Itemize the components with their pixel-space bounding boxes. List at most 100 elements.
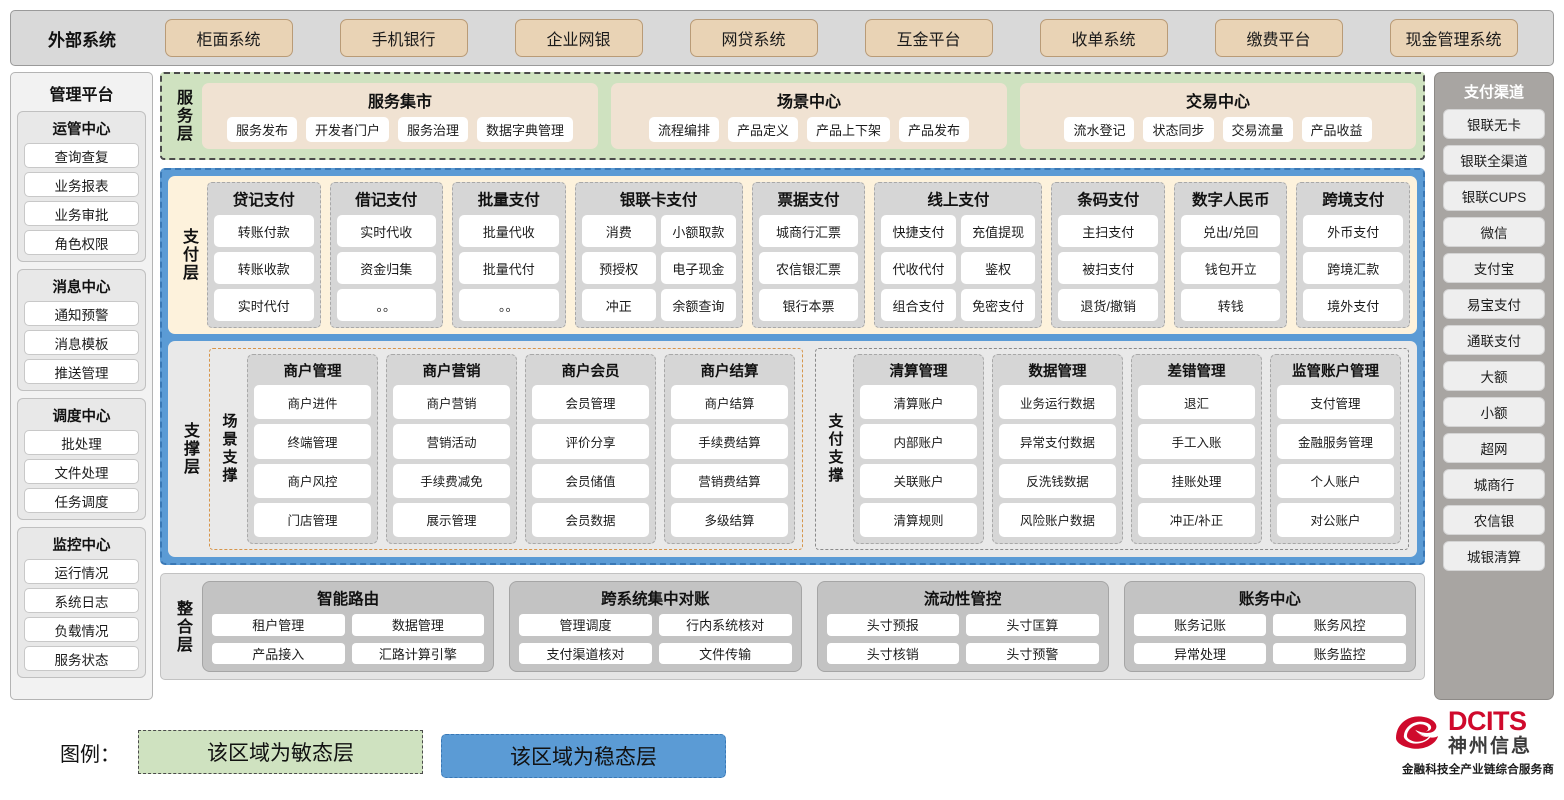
management-item[interactable]: 批处理 [24, 430, 139, 455]
payment-chip[interactable]: 实时代付 [214, 289, 314, 321]
management-item[interactable]: 服务状态 [24, 646, 139, 671]
payment-channel-item[interactable]: 大额 [1443, 361, 1545, 391]
management-item[interactable]: 系统日志 [24, 588, 139, 613]
external-system-chip[interactable]: 缴费平台 [1214, 19, 1343, 57]
support-chip[interactable]: 营销费结算 [671, 463, 788, 498]
support-chip[interactable]: 手续费减免 [393, 463, 510, 498]
support-chip[interactable]: 营销活动 [393, 424, 510, 459]
payment-channel-item[interactable]: 通联支付 [1443, 325, 1545, 355]
support-chip[interactable]: 展示管理 [393, 502, 510, 537]
management-item[interactable]: 角色权限 [24, 230, 139, 255]
support-chip[interactable]: 商户营销 [393, 385, 510, 420]
payment-channel-item[interactable]: 银联全渠道 [1443, 145, 1545, 175]
support-chip[interactable]: 评价分享 [532, 424, 649, 459]
integration-chip[interactable]: 账务风控 [1273, 614, 1406, 636]
service-chip[interactable]: 产品定义 [727, 117, 798, 142]
payment-channel-item[interactable]: 微信 [1443, 217, 1545, 247]
support-chip[interactable]: 商户风控 [254, 463, 371, 498]
integration-chip[interactable]: 头寸匡算 [966, 614, 1099, 636]
support-chip[interactable]: 多级结算 [671, 502, 788, 537]
management-item[interactable]: 任务调度 [24, 488, 139, 513]
external-system-chip[interactable]: 互金平台 [864, 19, 993, 57]
integration-chip[interactable]: 账务监控 [1273, 642, 1406, 664]
service-chip[interactable]: 服务发布 [226, 117, 297, 142]
support-chip[interactable]: 手续费结算 [671, 424, 788, 459]
payment-channel-item[interactable]: 农信银 [1443, 505, 1545, 535]
support-chip[interactable]: 门店管理 [254, 502, 371, 537]
payment-chip[interactable]: 电子现金 [661, 252, 736, 284]
payment-channel-item[interactable]: 银联无卡 [1443, 109, 1545, 139]
payment-chip[interactable]: 快捷支付 [881, 215, 956, 247]
management-item[interactable]: 推送管理 [24, 359, 139, 384]
payment-chip[interactable]: 主扫支付 [1058, 215, 1158, 247]
payment-chip[interactable]: 代收代付 [881, 252, 956, 284]
integration-chip[interactable]: 行内系统核对 [658, 614, 792, 636]
payment-chip[interactable]: 鉴权 [960, 252, 1036, 284]
support-chip[interactable]: 商户结算 [671, 385, 788, 420]
support-chip[interactable]: 会员储值 [532, 463, 649, 498]
payment-chip[interactable]: 批量代付 [459, 252, 559, 284]
payment-chip[interactable]: 退货/撤销 [1058, 289, 1158, 321]
payment-channel-item[interactable]: 城商行 [1443, 469, 1545, 499]
service-chip[interactable]: 交易流量 [1222, 117, 1293, 142]
support-chip[interactable]: 会员数据 [532, 502, 649, 537]
management-item[interactable]: 通知预警 [24, 301, 139, 326]
payment-chip[interactable]: 。。 [459, 289, 559, 321]
payment-chip[interactable]: 钱包开立 [1180, 252, 1281, 284]
payment-chip[interactable]: 城商行汇票 [758, 215, 859, 247]
integration-chip[interactable]: 数据管理 [351, 614, 485, 636]
payment-chip[interactable]: 转钱 [1180, 289, 1281, 321]
service-chip[interactable]: 流程编排 [648, 117, 719, 142]
integration-chip[interactable]: 异常处理 [1133, 642, 1267, 664]
external-system-chip[interactable]: 手机银行 [339, 19, 468, 57]
payment-chip[interactable]: 兑出/兑回 [1180, 215, 1281, 247]
external-system-chip[interactable]: 柜面系统 [164, 19, 293, 57]
payment-chip[interactable]: 组合支付 [881, 289, 956, 321]
support-chip[interactable]: 终端管理 [254, 424, 371, 459]
payment-chip[interactable]: 预授权 [581, 252, 657, 284]
support-chip[interactable]: 商户进件 [254, 385, 371, 420]
support-chip[interactable]: 冲正/补正 [1138, 502, 1255, 537]
service-chip[interactable]: 产品发布 [899, 117, 970, 142]
payment-chip[interactable]: 免密支付 [960, 289, 1036, 321]
management-item[interactable]: 查询查复 [24, 143, 139, 168]
service-chip[interactable]: 数据字典管理 [477, 117, 574, 142]
payment-chip[interactable]: 银行本票 [758, 289, 859, 321]
integration-chip[interactable]: 文件传输 [658, 642, 792, 664]
payment-chip[interactable]: 。。 [336, 289, 436, 321]
integration-chip[interactable]: 头寸预报 [826, 614, 960, 636]
payment-channel-item[interactable]: 小额 [1443, 397, 1545, 427]
support-chip[interactable]: 内部账户 [860, 424, 977, 459]
payment-chip[interactable]: 外币支付 [1303, 215, 1403, 247]
integration-chip[interactable]: 头寸预警 [966, 642, 1099, 664]
integration-chip[interactable]: 账务记账 [1133, 614, 1267, 636]
service-chip[interactable]: 产品上下架 [807, 117, 891, 142]
external-system-chip[interactable]: 企业网银 [514, 19, 643, 57]
support-chip[interactable]: 手工入账 [1138, 424, 1255, 459]
integration-chip[interactable]: 汇路计算引擎 [351, 642, 485, 664]
payment-chip[interactable]: 充值提现 [960, 215, 1036, 247]
payment-chip[interactable]: 转账收款 [214, 252, 314, 284]
service-chip[interactable]: 产品收益 [1301, 117, 1372, 142]
management-item[interactable]: 负载情况 [24, 617, 139, 642]
external-system-chip[interactable]: 现金管理系统 [1389, 19, 1518, 57]
support-chip[interactable]: 个人账户 [1277, 463, 1394, 498]
payment-chip[interactable]: 境外支付 [1303, 289, 1403, 321]
management-item[interactable]: 文件处理 [24, 459, 139, 484]
support-chip[interactable]: 支付管理 [1277, 385, 1394, 420]
payment-channel-item[interactable]: 易宝支付 [1443, 289, 1545, 319]
integration-chip[interactable]: 头寸核销 [826, 642, 960, 664]
management-item[interactable]: 业务报表 [24, 172, 139, 197]
support-chip[interactable]: 关联账户 [860, 463, 977, 498]
support-chip[interactable]: 异常支付数据 [999, 424, 1116, 459]
service-chip[interactable]: 开发者门户 [305, 117, 389, 142]
support-chip[interactable]: 金融服务管理 [1277, 424, 1394, 459]
service-chip[interactable]: 服务治理 [398, 117, 469, 142]
payment-chip[interactable]: 转账付款 [214, 215, 314, 247]
payment-chip[interactable]: 余额查询 [661, 289, 736, 321]
management-item[interactable]: 消息模板 [24, 330, 139, 355]
support-chip[interactable]: 挂账处理 [1138, 463, 1255, 498]
management-item[interactable]: 运行情况 [24, 559, 139, 584]
support-chip[interactable]: 业务运行数据 [999, 385, 1116, 420]
payment-chip[interactable]: 冲正 [581, 289, 657, 321]
